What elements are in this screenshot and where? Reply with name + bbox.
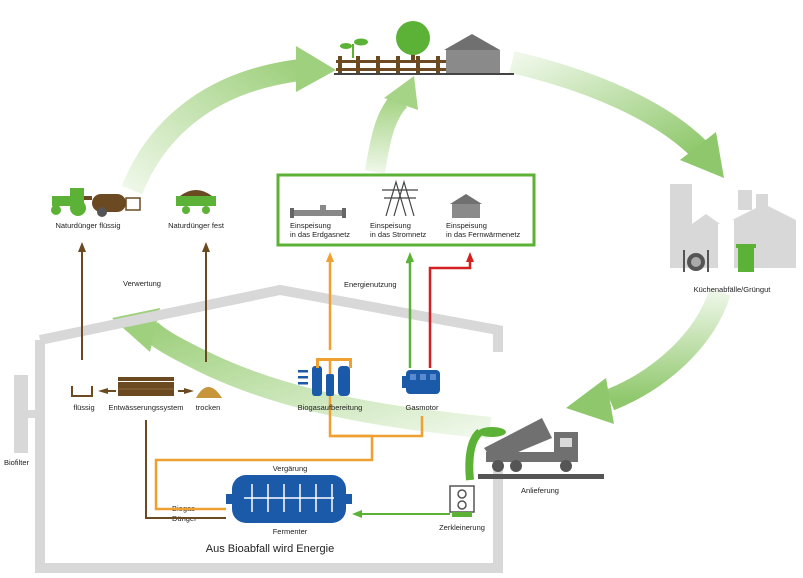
gas-grid-line1: Einspeisung (290, 221, 331, 230)
digestate-flow-line (145, 420, 226, 519)
liquid-label: flüssig (73, 403, 94, 412)
utilization-label: Verwertung (123, 279, 161, 288)
plant-building (14, 284, 503, 573)
liquid-up-arrow (78, 242, 86, 360)
biofilter-label: Biofilter (4, 458, 30, 467)
small-house-icon (450, 194, 482, 218)
liquid-fertilizer-label: Naturdünger flüssig (55, 221, 120, 230)
dump-truck-icon (465, 418, 604, 481)
biogas-flow-lines (154, 260, 424, 511)
plant-icon (340, 38, 368, 58)
biogas-processing-label: Biogasaufbereitung (298, 403, 363, 412)
shredder-icon (449, 485, 475, 517)
power-grid-line1: Einspeisung (370, 221, 411, 230)
biofilter-block (14, 375, 28, 453)
power-flow-line (406, 252, 414, 368)
bin-icon (736, 244, 756, 272)
cycle-arrow-center (365, 76, 418, 174)
fence-icon (336, 56, 446, 74)
solid-fertilizer-label: Naturdünger fest (168, 221, 225, 230)
power-grid-line2: in das Stromnetz (370, 230, 427, 239)
liquid-bin-icon (71, 386, 93, 397)
feed-arrow (352, 510, 450, 518)
factory-icon (670, 184, 796, 268)
fermenter-icon (226, 475, 352, 523)
to-liquid-arrow (98, 388, 108, 394)
dry-pile-icon (196, 387, 222, 398)
heat-grid-line1: Einspeisung (446, 221, 487, 230)
fermentation-label: Vergärung (273, 464, 308, 473)
cycle-arrow-right-top (509, 51, 724, 178)
to-dry-arrow (184, 388, 194, 394)
gas-grid-line2: in das Erdgasnetz (290, 230, 350, 239)
house-icon (444, 34, 500, 74)
heat-grid-line2: in das Fernwärmenetz (446, 230, 520, 239)
dewatering-label: Entwässerungssystem (108, 403, 183, 412)
power-pylon-icon (382, 179, 418, 217)
gas-grid-arrowhead (326, 252, 334, 262)
engine-icon (402, 370, 440, 394)
main-title: Aus Bioabfall wird Energie (206, 543, 334, 555)
plate-cutlery-icon (683, 250, 709, 272)
trailer-icon (176, 190, 216, 214)
energy-use-label: Energienutzung (344, 280, 397, 289)
farm-scene (334, 21, 514, 75)
dry-label: trocken (196, 403, 221, 412)
heat-flow-line (428, 252, 474, 368)
cycle-arrow-right-bottom (566, 288, 731, 424)
solid-up-arrow (202, 242, 210, 362)
gas-engine-label: Gasmotor (406, 403, 439, 412)
tractor-icon (51, 188, 141, 217)
shredding-label: Zerkleinerung (439, 523, 485, 532)
pipeline-icon (290, 205, 346, 218)
fermenter-label: Fermenter (273, 527, 308, 536)
tree-icon (396, 21, 430, 62)
gas-cleaner-icon (298, 358, 352, 396)
dewatering-system-icon (118, 377, 174, 396)
kitchen-waste-label: Küchenabfälle/Grüngut (694, 285, 772, 294)
cycle-arrow-left (121, 46, 336, 195)
delivery-label: Anlieferung (521, 486, 559, 495)
